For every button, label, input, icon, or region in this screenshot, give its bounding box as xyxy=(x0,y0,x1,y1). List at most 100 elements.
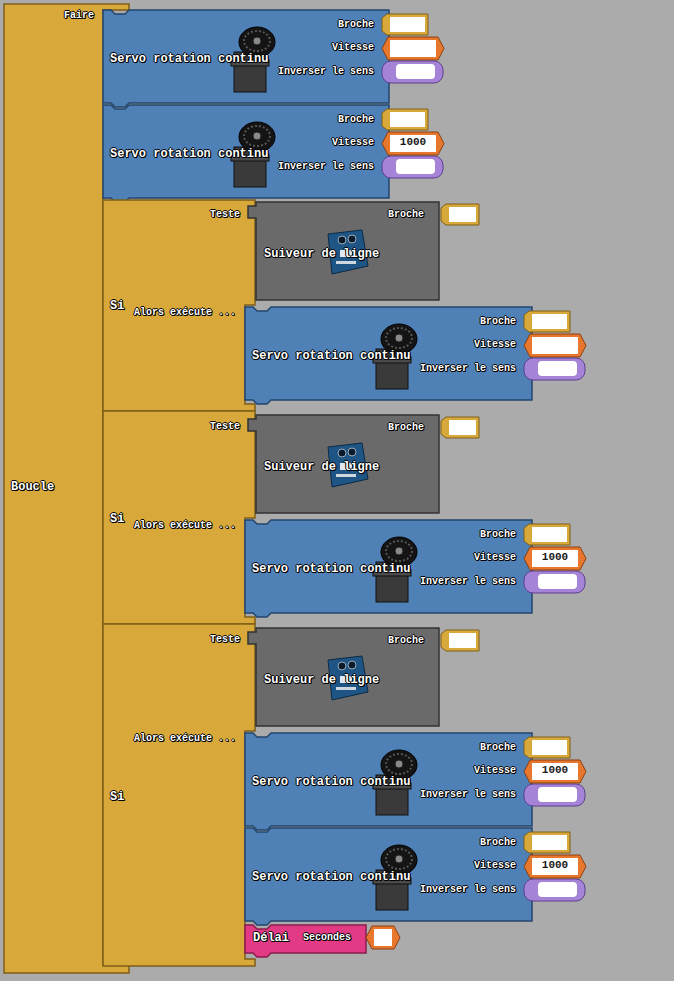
servo-tyre xyxy=(386,754,412,774)
block-label: Teste xyxy=(210,209,240,221)
value-slot: 1000 xyxy=(524,760,586,783)
block-outline xyxy=(245,925,366,957)
boolean-slot xyxy=(524,571,585,593)
block-label: Teste xyxy=(210,421,240,433)
block-label: Servo rotation continu xyxy=(252,775,410,789)
sensor-pins xyxy=(336,261,356,264)
sensor-eye xyxy=(348,661,356,669)
block-label: Si xyxy=(110,299,124,313)
number-slot xyxy=(366,926,400,949)
block-outline xyxy=(103,411,255,624)
block-label: Teste xyxy=(210,634,240,646)
pin-field xyxy=(449,207,476,222)
pin-slot xyxy=(524,832,570,853)
block-label: Broche xyxy=(388,422,424,434)
value-slot: 1000 xyxy=(524,547,586,570)
block-outline xyxy=(103,624,255,966)
pin-field xyxy=(532,740,567,755)
value-slot: 1000 xyxy=(382,132,444,155)
block-outline xyxy=(245,307,532,404)
block-label: Suiveur de ligne xyxy=(264,460,379,474)
boolean-field xyxy=(538,882,577,897)
value-slot: 1000 xyxy=(524,855,586,878)
pin-slot xyxy=(524,524,570,545)
block-outline xyxy=(245,733,532,830)
block-label: Inverser le sens xyxy=(420,363,516,375)
if-block: TesteSiAlors exécute ...Suiveur de ligne… xyxy=(103,624,255,966)
delay-block: DélaiSecondes xyxy=(245,925,366,953)
pin-slot xyxy=(382,109,428,130)
servo-tyre xyxy=(386,541,412,561)
number-slot xyxy=(524,547,586,570)
number-slot xyxy=(524,334,586,357)
block-label: Vitesse xyxy=(332,137,374,149)
sensor-pins xyxy=(336,474,356,477)
number-slot xyxy=(382,37,444,60)
boolean-slot xyxy=(382,156,443,178)
block-label: Vitesse xyxy=(474,339,516,351)
servo-tyre xyxy=(244,126,270,146)
servo-hub xyxy=(395,760,403,768)
value-text: 1000 xyxy=(524,764,586,777)
number-field xyxy=(390,40,436,57)
boolean-slot xyxy=(524,358,585,380)
block-label: Vitesse xyxy=(474,765,516,777)
block-outline xyxy=(245,828,532,925)
block-label: Vitesse xyxy=(474,860,516,872)
servo-hub xyxy=(395,547,403,555)
if-block: TesteSiAlors exécute ...Suiveur de ligne… xyxy=(103,411,255,624)
line-follower-block: Suiveur de ligne Broche xyxy=(248,202,439,300)
block-label: Broche xyxy=(480,837,516,849)
block-label: Broche xyxy=(388,209,424,221)
block-label: Secondes xyxy=(303,932,351,944)
line-follower-block: Suiveur de ligne Broche xyxy=(248,415,439,513)
block-label: Broche xyxy=(388,635,424,647)
number-slot xyxy=(382,132,444,155)
servo-tyre xyxy=(244,31,270,51)
pin-field xyxy=(449,420,476,435)
block-label: Alors exécute ... xyxy=(134,520,236,532)
pin-slot xyxy=(524,737,570,758)
block-label: Suiveur de ligne xyxy=(264,247,379,261)
servo-block: Servo rotation continuBrocheVitesseInver… xyxy=(103,105,389,198)
pin-slot xyxy=(382,14,428,35)
boolean-field xyxy=(396,64,435,79)
block-label: Inverser le sens xyxy=(420,884,516,896)
block-outline xyxy=(103,200,255,411)
block-outline xyxy=(103,10,389,107)
line-follower-block: Suiveur de ligne Broche xyxy=(248,628,439,726)
block-label: Broche xyxy=(480,316,516,328)
servo-hub xyxy=(253,37,261,45)
block-label: Boucle xyxy=(11,480,54,494)
pin-field xyxy=(532,527,567,542)
boolean-field xyxy=(538,787,577,802)
value-text: 1000 xyxy=(382,136,444,149)
block-outline xyxy=(245,520,532,617)
pin-slot xyxy=(441,417,479,438)
sensor-eye xyxy=(338,662,346,670)
pin-slot xyxy=(441,204,479,225)
servo-hub xyxy=(395,334,403,342)
block-label: Inverser le sens xyxy=(420,789,516,801)
block-label: Servo rotation continu xyxy=(252,870,410,884)
block-label: Suiveur de ligne xyxy=(264,673,379,687)
block-label: Inverser le sens xyxy=(420,576,516,588)
block-label: Faire xyxy=(64,10,94,22)
boolean-field xyxy=(396,159,435,174)
servo-block: Servo rotation continuBrocheVitesseInver… xyxy=(245,520,532,613)
block-shape xyxy=(103,624,255,966)
sensor-eye xyxy=(348,235,356,243)
block-label: Si xyxy=(110,790,124,804)
loop-block: FaireBoucleServo rotation continuBrocheV… xyxy=(4,4,129,973)
block-label: Vitesse xyxy=(332,42,374,54)
block-label: Alors exécute ... xyxy=(134,733,236,745)
sensor-pins xyxy=(336,687,356,690)
boolean-slot xyxy=(524,879,585,901)
block-label: Inverser le sens xyxy=(278,161,374,173)
block-label: Alors exécute ... xyxy=(134,307,236,319)
pin-field xyxy=(449,633,476,648)
block-label: Broche xyxy=(338,19,374,31)
block-label: Inverser le sens xyxy=(278,66,374,78)
